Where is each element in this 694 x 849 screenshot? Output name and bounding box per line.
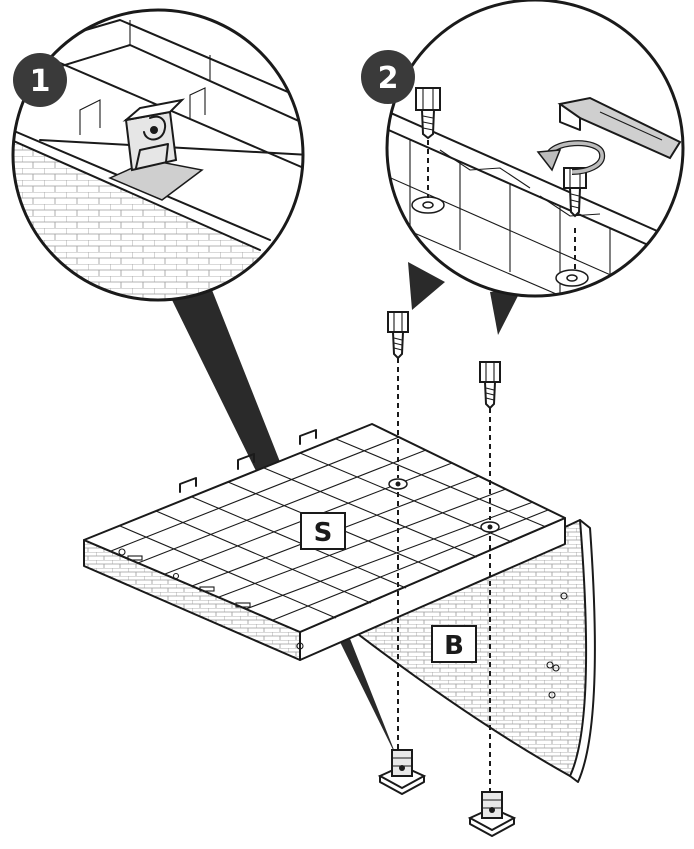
detail-screw-hole <box>412 197 444 213</box>
connector-fitting <box>380 750 424 794</box>
detail-screw-hole <box>556 270 588 286</box>
svg-text:B: B <box>444 631 464 661</box>
shelf-screw-hole <box>389 479 407 489</box>
shelf-screw-hole <box>481 522 499 532</box>
screw <box>480 362 500 408</box>
svg-text:S: S <box>314 518 333 548</box>
label-s: S <box>301 513 345 549</box>
label-b: B <box>432 626 476 662</box>
screw <box>388 312 408 358</box>
step-2-badge: 2 <box>361 50 415 104</box>
step-1-badge: 1 <box>13 53 67 107</box>
svg-text:1: 1 <box>30 64 51 99</box>
svg-text:2: 2 <box>378 61 399 96</box>
connector-fitting <box>470 792 514 836</box>
